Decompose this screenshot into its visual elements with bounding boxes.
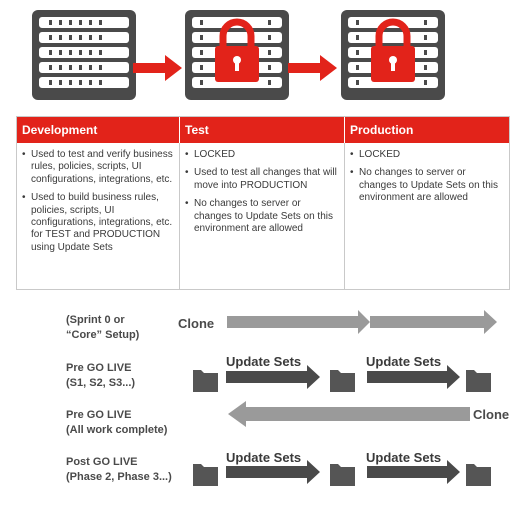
production-server (338, 8, 448, 103)
production-bullet: No changes to server or changes to Updat… (350, 167, 505, 204)
folder-icon (330, 464, 355, 486)
environment-table: Development Test Production Used to test… (16, 116, 510, 290)
test-bullet: No changes to server or changes to Updat… (185, 198, 340, 235)
folder-icon (466, 370, 491, 392)
production-bullet-list: LOCKED No changes to server or changes t… (350, 149, 505, 205)
flow-row-label: (Sprint 0 or “Core” Setup) (66, 313, 139, 343)
clone-backward-arrow (228, 401, 470, 427)
test-server (182, 8, 292, 103)
update-sets-label: Update Sets (226, 450, 302, 465)
column-header-test: Test (180, 117, 345, 143)
server-rack-icon (32, 10, 136, 100)
development-bullet-list: Used to test and verify business rules, … (22, 149, 175, 254)
clone-label: Clone (473, 407, 510, 422)
development-server (29, 8, 139, 103)
flow-row-label-line2: (Phase 2, Phase 3...) (66, 471, 172, 483)
folder-icon (330, 370, 355, 392)
server-rack-icon (185, 10, 289, 100)
test-bullet: Used to test all changes that will move … (185, 167, 340, 192)
development-bullet: Used to build business rules, policies, … (22, 192, 175, 254)
flow-row-label-line1: Pre GO LIVE (66, 362, 132, 374)
column-header-production: Production (350, 123, 414, 137)
development-bullet: Used to test and verify business rules, … (22, 149, 175, 186)
environment-table-header: Development Test Production (17, 117, 509, 143)
update-sets-label: Update Sets (366, 450, 442, 465)
red-arrow-dev-to-test (133, 54, 183, 82)
flow-row-label: Pre GO LIVE (S1, S2, S3...) (66, 361, 135, 391)
flow-row-label-line1: Post GO LIVE (66, 456, 138, 468)
right-arrow-icon (288, 55, 337, 81)
flow-row-label: Post GO LIVE (Phase 2, Phase 3...) (66, 455, 172, 485)
folder-icon (466, 464, 491, 486)
flow-row-label-line1: Pre GO LIVE (66, 409, 132, 421)
server-rack-icon (341, 10, 445, 100)
update-sets-arrow-row2 (226, 365, 460, 389)
test-column: LOCKED Used to test all changes that wil… (180, 143, 345, 289)
folder-icon (193, 370, 218, 392)
production-column: LOCKED No changes to server or changes t… (345, 143, 509, 289)
red-arrow-test-to-prod (288, 54, 338, 82)
update-sets-arrow-row4 (226, 460, 460, 484)
test-bullet: LOCKED (185, 149, 340, 162)
flow-row-label-line1: (Sprint 0 or (66, 314, 125, 326)
right-arrow-icon (133, 55, 182, 81)
padlock-icon (215, 18, 259, 82)
clone-forward-arrow (227, 310, 497, 334)
padlock-icon (371, 18, 415, 82)
flow-row-label-line2: “Core” Setup) (66, 329, 140, 341)
clone-label: Clone (178, 316, 215, 331)
development-column: Used to test and verify business rules, … (17, 143, 180, 289)
flow-row-label-line2: (All work complete) (66, 424, 168, 436)
environment-table-body: Used to test and verify business rules, … (17, 143, 509, 289)
folder-icon (193, 464, 218, 486)
production-bullet: LOCKED (350, 149, 505, 162)
update-sets-label: Update Sets (226, 354, 302, 369)
column-header-development: Development (17, 117, 180, 143)
test-bullet-list: LOCKED Used to test all changes that wil… (185, 149, 340, 235)
flow-row-label-line2: (S1, S2, S3...) (66, 377, 136, 389)
flow-row-label: Pre GO LIVE (All work complete) (66, 408, 167, 438)
update-sets-label: Update Sets (366, 354, 442, 369)
